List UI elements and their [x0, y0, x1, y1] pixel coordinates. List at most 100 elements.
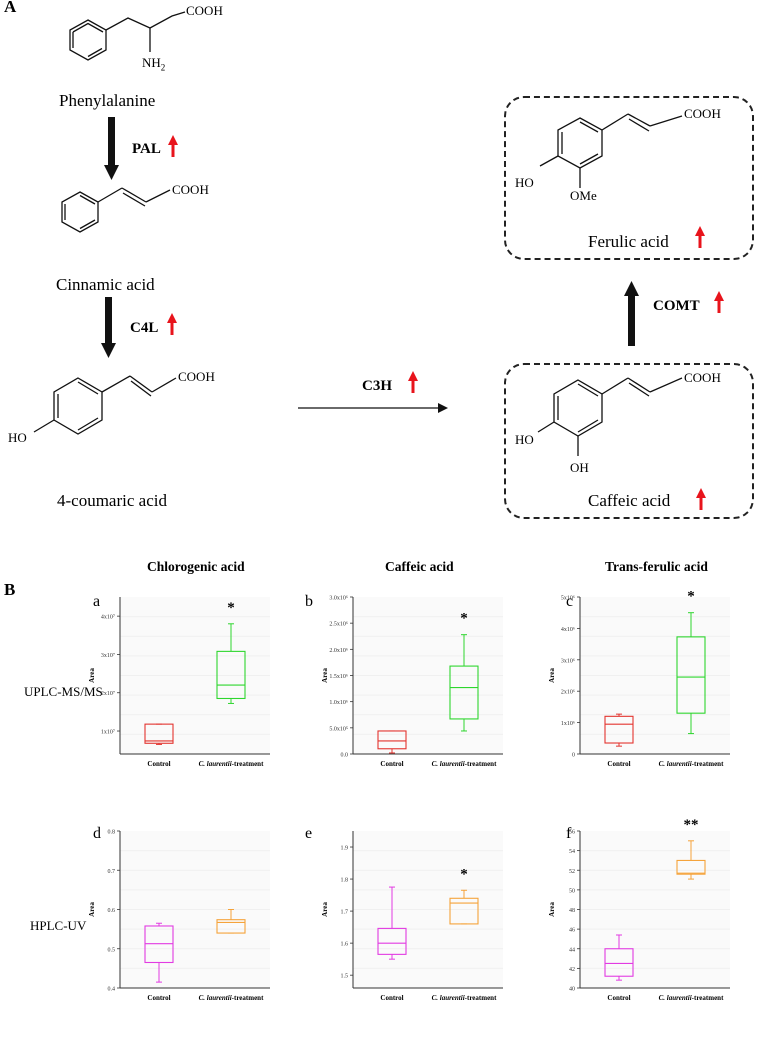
iqr-box	[377, 730, 407, 750]
x-label-control: Control	[380, 994, 403, 1002]
phenylalanine-cooh-label: COOH	[186, 3, 223, 18]
c4l-arrowhead	[101, 343, 116, 358]
pathway-structures	[33, 11, 724, 510]
y-tick-label: 0.4	[108, 987, 116, 993]
y-tick-label: 1.7	[341, 910, 349, 916]
iqr-box	[449, 665, 479, 720]
box-treatment	[449, 889, 479, 925]
y-tick-label: 4x10⁷	[101, 615, 115, 621]
column-title-chlorogenic: Chlorogenic acid	[147, 559, 245, 574]
box-treatment	[676, 612, 706, 735]
y-axis-label: Area	[88, 902, 96, 917]
pal-enzyme-label: PAL	[132, 141, 161, 157]
x-label-control: Control	[147, 760, 170, 768]
iqr-box	[604, 948, 634, 977]
y-tick-label: 1.9	[341, 846, 349, 852]
iqr-box	[676, 859, 706, 875]
y-tick-label: 1.8	[341, 878, 349, 884]
pal-up-arrow-icon	[168, 135, 178, 157]
x-label-control: Control	[607, 994, 630, 1002]
x-label-control: Control	[380, 760, 403, 768]
y-tick-label: 1.5	[341, 974, 349, 980]
column-title-trans-ferulic: Trans-ferulic acid	[605, 559, 708, 574]
iqr-box	[216, 650, 246, 700]
ferulic-ome-label: OMe	[570, 188, 597, 203]
y-tick-label: 2x10⁶	[561, 690, 575, 696]
ferulic-cooh-label: COOH	[684, 106, 721, 121]
panel-b-label: B	[4, 580, 16, 599]
y-tick-label: 0.5	[108, 947, 116, 953]
y-tick-label: 5.0x10⁵	[329, 726, 348, 732]
iqr-box	[449, 897, 479, 925]
ferulic-dashed-box	[504, 96, 754, 260]
x-label-treatment: C. laurentii-treatment	[659, 760, 724, 768]
ferulic-up-arrow-icon	[695, 226, 705, 248]
y-tick-label: 1.0x10⁶	[329, 700, 348, 706]
x-label-treatment: C. laurentii-treatment	[659, 994, 724, 1002]
c3h-up-arrow-icon	[408, 371, 418, 393]
iqr-box	[377, 927, 407, 955]
y-axis-label: Area	[548, 902, 556, 917]
x-label-treatment: C. laurentii-treatment	[432, 760, 497, 768]
caffeic-oh-label: OH	[570, 460, 589, 475]
ferulic-name: Ferulic acid	[588, 232, 669, 251]
x-label-treatment: C. laurentii-treatment	[199, 760, 264, 768]
cinnamic-structure	[61, 187, 171, 233]
y-tick-label: 0	[572, 753, 575, 759]
comt-arrow-shaft	[628, 294, 635, 346]
box-control	[377, 886, 407, 960]
y-tick-label: 1x10⁶	[561, 721, 575, 727]
y-tick-label: 1x10⁷	[101, 730, 115, 736]
c4l-enzyme-label: C4L	[130, 320, 159, 336]
y-tick-label: 3x10⁷	[101, 653, 115, 659]
coumaric-ho-label: HO	[8, 430, 27, 445]
c4l-arrow-shaft	[105, 297, 112, 345]
y-tick-label: 0.0	[341, 753, 349, 759]
coumaric-structure	[33, 375, 177, 435]
y-tick-label: 0.8	[108, 830, 116, 836]
y-axis-label: Area	[548, 668, 556, 683]
pal-arrow-shaft	[108, 117, 115, 167]
x-label-treatment: C. laurentii-treatment	[199, 994, 264, 1002]
cinnamic-cooh-label: COOH	[172, 182, 209, 197]
y-tick-label: 42	[569, 967, 575, 973]
iqr-box	[144, 723, 174, 744]
c4l-up-arrow-icon	[167, 313, 177, 335]
y-tick-label: 56	[569, 830, 575, 836]
significance-marker: *	[460, 611, 468, 627]
subplot-letter: e	[305, 825, 312, 842]
subplot-letter: c	[566, 593, 573, 610]
y-tick-label: 54	[569, 849, 575, 855]
box-control	[604, 934, 634, 981]
y-tick-label: 5x10⁶	[561, 596, 575, 602]
x-label-treatment: C. laurentii-treatment	[432, 994, 497, 1002]
significance-marker: *	[460, 866, 468, 882]
y-tick-label: 44	[569, 947, 575, 953]
box-treatment	[216, 909, 246, 934]
significance-marker: *	[687, 589, 695, 605]
significance-marker: **	[684, 817, 699, 833]
caffeic-structure	[537, 377, 683, 456]
y-tick-label: 3x10⁶	[561, 658, 575, 664]
x-label-control: Control	[607, 760, 630, 768]
y-tick-label: 2.5x10⁶	[329, 622, 348, 628]
box-treatment	[676, 840, 706, 880]
comt-arrowhead	[624, 281, 639, 296]
row-label-hplc: HPLC-UV	[30, 918, 87, 933]
y-tick-label: 2x10⁷	[101, 691, 115, 697]
cinnamic-name: Cinnamic acid	[56, 275, 155, 294]
caffeic-up-arrow-icon	[696, 488, 706, 510]
subplot-letter: f	[566, 825, 572, 842]
panel-a-label: A	[4, 0, 17, 16]
caffeic-name: Caffeic acid	[588, 491, 671, 510]
y-tick-label: 0.6	[108, 908, 116, 914]
subplot-letter: a	[93, 593, 100, 610]
significance-marker: *	[227, 600, 235, 616]
y-tick-label: 1.5x10⁶	[329, 674, 348, 680]
x-label-control: Control	[147, 994, 170, 1002]
box-control	[604, 713, 634, 747]
